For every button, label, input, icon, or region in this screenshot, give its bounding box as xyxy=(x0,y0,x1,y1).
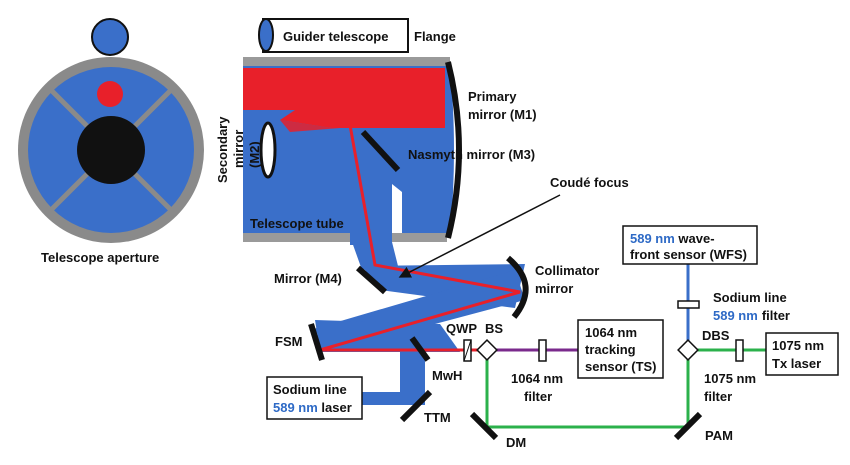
mwh-element xyxy=(409,336,431,362)
collimator-label-1: Collimator xyxy=(535,263,599,278)
sodium-filter-element xyxy=(677,300,700,309)
filter-1064-word-label: filter xyxy=(524,389,552,404)
beam-m3-to-m4 xyxy=(352,242,398,270)
tx-label-1: 1075 nm xyxy=(772,338,824,353)
m4-mirror xyxy=(356,265,387,295)
secondary-mirror-label-2: mirror xyxy=(231,130,246,168)
reflected-beam-red xyxy=(280,120,340,132)
ts-label-1: 1064 nm xyxy=(585,325,637,340)
sodium-filter-word: filter xyxy=(762,308,790,323)
bs-label: BS xyxy=(485,321,503,336)
beam-to-ttm xyxy=(400,348,425,400)
sodium-laser-label-2: 589 nm laser xyxy=(273,400,352,415)
telescope-tube-label: Telescope tube xyxy=(250,216,344,231)
telescope-aperture-view: Telescope aperture xyxy=(18,18,204,265)
qwp-label: QWP xyxy=(446,321,477,336)
secondary-mirror-label-1: Secondary xyxy=(215,116,230,183)
ts-box xyxy=(577,319,664,379)
mirror-m4-label: Mirror (M4) xyxy=(274,271,342,286)
wfs-label-2: front sensor (WFS) xyxy=(630,247,747,262)
ts-label-2: tracking xyxy=(585,342,636,357)
tx-label-2: Tx laser xyxy=(772,356,821,371)
tube-wall-bottom-right xyxy=(392,233,447,242)
dbs-label: DBS xyxy=(702,328,730,343)
red-line-path xyxy=(319,124,521,352)
ttm-mirror xyxy=(399,389,433,423)
sodium-laser-box xyxy=(266,376,363,420)
sodium-laser-label-1: Sodium line xyxy=(273,382,347,397)
optical-bench xyxy=(266,225,839,441)
sodium-filter-label-2: 589 nm filter xyxy=(713,308,790,323)
guider-telescope-label: Guider telescope xyxy=(283,29,388,44)
filter-1075-word-label: filter xyxy=(704,389,732,404)
collimator-mirror xyxy=(505,255,529,319)
incoming-beam-red xyxy=(243,68,445,128)
coude-focus-pointer xyxy=(398,194,561,278)
filter-1075-element xyxy=(735,339,744,362)
guider-spot xyxy=(97,81,123,107)
dm-label: DM xyxy=(506,435,526,450)
pam-mirror xyxy=(673,411,703,441)
guider-telescope: Guider telescope Flange xyxy=(258,18,456,53)
mwh-label: MwH xyxy=(432,368,462,383)
primary-mirror xyxy=(445,61,462,239)
fsm-mirror xyxy=(308,323,325,361)
filter-1064-nm-label: 1064 nm xyxy=(511,371,563,386)
bs-element xyxy=(476,339,498,361)
m2-label: (M2) xyxy=(247,141,262,168)
nasmyth-label: Nasmyth mirror (M3) xyxy=(408,147,535,162)
sodium-filter-label-1: Sodium line xyxy=(713,290,787,305)
telescope-aperture-label: Telescope aperture xyxy=(41,250,159,265)
guider-aperture-circle xyxy=(91,18,129,56)
wfs-label-1: 589 nm wave- xyxy=(630,231,715,246)
labels: Primary mirror (M1) Nasmyth mirror (M3) … xyxy=(215,89,824,450)
sodium-filter-nm: 589 nm xyxy=(713,308,758,323)
flange-label: Flange xyxy=(414,29,456,44)
nasmyth-mirror xyxy=(360,129,401,173)
beam-path xyxy=(308,124,561,423)
filter-1064-element xyxy=(538,339,547,362)
collimator-label-2: mirror xyxy=(535,281,573,296)
fsm-label: FSM xyxy=(275,334,302,349)
wfs-box xyxy=(622,225,758,265)
beam-fsm-to-mwh xyxy=(315,320,460,352)
primary-mirror-label-2: mirror (M1) xyxy=(468,107,537,122)
tube-wall-top xyxy=(243,57,450,66)
ts-label-3: sensor (TS) xyxy=(585,359,657,374)
secondary-mirror xyxy=(259,121,277,179)
qwp-slash xyxy=(463,339,472,362)
primary-mirror-label-1: Primary xyxy=(468,89,517,104)
tube-wall-bottom-left xyxy=(243,233,350,242)
central-obscuration xyxy=(77,116,145,184)
guider-lens xyxy=(258,18,274,52)
dm-mirror xyxy=(469,411,499,441)
beam-laser-input xyxy=(360,392,425,405)
coude-focus-label: Coudé focus xyxy=(550,175,629,190)
dbs-element xyxy=(677,339,699,361)
filter-1075-nm-label: 1075 nm xyxy=(704,371,756,386)
telescope-tube xyxy=(243,57,462,245)
ttm-label: TTM xyxy=(424,410,451,425)
pam-label: PAM xyxy=(705,428,733,443)
tx-box xyxy=(765,332,839,376)
